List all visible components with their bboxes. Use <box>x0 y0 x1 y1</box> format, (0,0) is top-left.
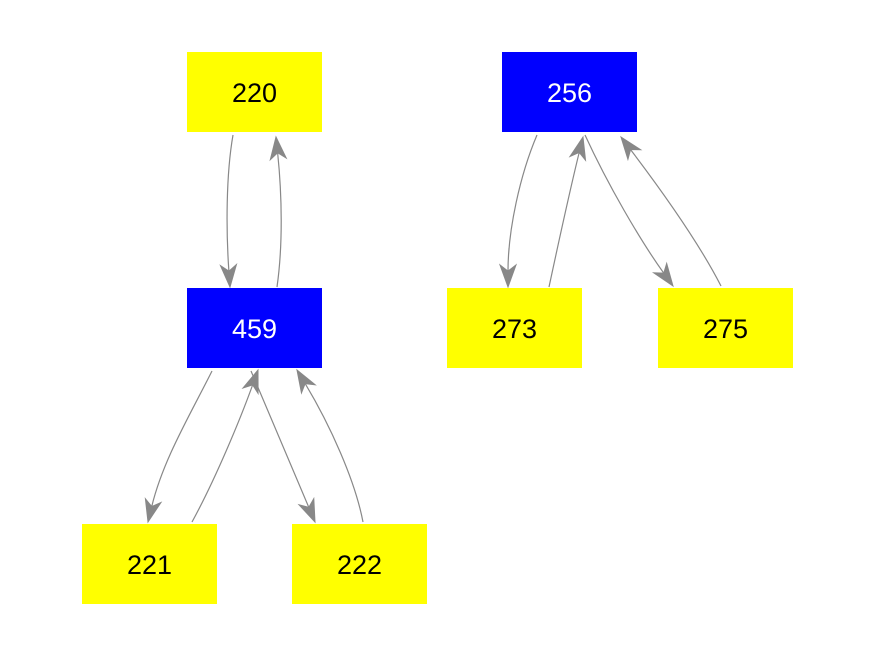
edge-line <box>151 370 213 507</box>
arrowhead-icon <box>144 497 163 524</box>
arrowhead-icon <box>651 261 674 288</box>
node-box <box>187 288 322 368</box>
node-label: 220 <box>232 78 277 108</box>
edge-line <box>250 370 310 508</box>
edge-line <box>630 149 722 287</box>
edges-layer <box>144 134 722 524</box>
edge-459-to-220 <box>269 135 288 288</box>
node-label: 275 <box>703 314 748 344</box>
node-275[interactable]: 275 <box>658 288 793 368</box>
node-label: 459 <box>232 314 277 344</box>
edge-256-to-275 <box>584 134 674 288</box>
edge-line <box>548 152 580 288</box>
edge-275-to-256 <box>620 135 722 287</box>
edge-222-to-459 <box>296 368 364 523</box>
arrowhead-icon <box>241 368 259 396</box>
edge-273-to-256 <box>548 135 587 288</box>
arrowhead-icon <box>297 496 316 524</box>
node-box <box>658 288 793 368</box>
arrowhead-icon <box>568 135 587 162</box>
node-label: 256 <box>547 78 592 108</box>
edge-line <box>276 152 282 288</box>
node-222[interactable]: 222 <box>292 524 427 604</box>
edge-256-to-273 <box>498 134 538 289</box>
arrowhead-icon <box>620 135 643 162</box>
edge-line <box>226 134 234 272</box>
edge-line <box>191 384 254 523</box>
arrowhead-icon <box>296 368 317 395</box>
node-459[interactable]: 459 <box>187 288 322 368</box>
arrowhead-icon <box>219 262 238 289</box>
node-221[interactable]: 221 <box>82 524 217 604</box>
edge-459-to-222 <box>250 370 316 524</box>
node-label: 273 <box>492 314 537 344</box>
edge-220-to-459 <box>219 134 238 289</box>
arrowhead-icon <box>498 263 518 289</box>
edge-221-to-459 <box>191 368 259 523</box>
node-273[interactable]: 273 <box>447 288 582 368</box>
node-box <box>82 524 217 604</box>
node-box <box>292 524 427 604</box>
edge-line <box>304 383 364 523</box>
node-label: 221 <box>127 550 172 580</box>
edge-459-to-221 <box>144 370 213 524</box>
node-220[interactable]: 220 <box>187 52 322 132</box>
nodes-layer: 220 459 221 222 256 273 275 <box>82 52 793 604</box>
node-box <box>447 288 582 368</box>
node-label: 222 <box>337 550 382 580</box>
arrowhead-icon <box>269 135 288 162</box>
edge-line <box>507 134 538 272</box>
node-256[interactable]: 256 <box>502 52 637 132</box>
node-box <box>187 52 322 132</box>
node-box <box>502 52 637 132</box>
edge-line <box>584 134 665 274</box>
